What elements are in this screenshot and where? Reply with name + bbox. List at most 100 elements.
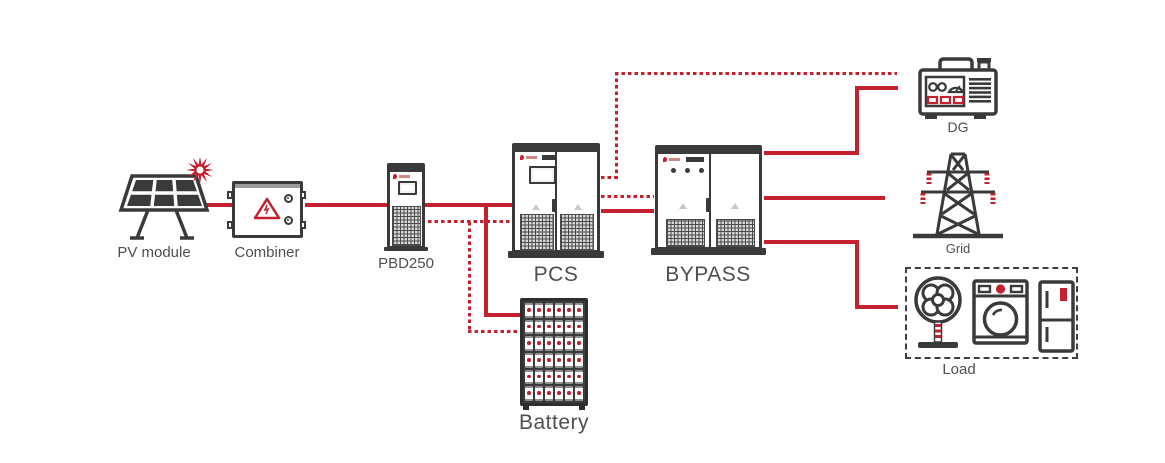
conn-pbd250-pcs-dashed — [428, 220, 512, 223]
bypass-grille-right — [716, 219, 755, 247]
bypass-cabinet — [655, 145, 762, 250]
conn-bypass-load-h2 — [855, 305, 898, 309]
battery-cell — [555, 386, 563, 401]
pcs-cabinet — [512, 143, 600, 253]
battery-cell — [565, 303, 573, 318]
pbd250-hinge — [387, 199, 390, 205]
conn-pcs-battery-solid-h — [484, 313, 521, 317]
battery-cell — [535, 303, 543, 318]
dg-generator-icon — [918, 57, 998, 119]
pcs-grille-left — [520, 214, 554, 251]
pcs-base — [508, 251, 604, 258]
conn-pv-combiner — [183, 203, 232, 207]
washing-machine-icon — [972, 279, 1029, 345]
conn-pcs-dg-dashed-h2 — [615, 72, 897, 75]
battery-leg — [579, 405, 585, 410]
combiner-top-strip — [235, 184, 300, 188]
brand-logo — [393, 174, 410, 179]
battery-cell — [535, 369, 543, 385]
battery-cell — [545, 336, 553, 351]
battery-cell — [535, 352, 543, 368]
battery-cell — [545, 386, 553, 401]
battery-cell — [565, 336, 573, 351]
bypass-label: BYPASS — [665, 263, 751, 286]
grid-label: Grid — [945, 241, 971, 256]
battery-cell — [525, 303, 533, 318]
conn-bypass-dg-v — [855, 87, 859, 155]
combiner-box — [232, 181, 303, 238]
brand-logo — [520, 155, 537, 160]
sun-icon — [186, 158, 214, 184]
dg-vent-grille — [969, 78, 991, 103]
brand-wordmark — [669, 158, 680, 161]
battery-cell — [555, 319, 563, 335]
bypass-band-segment — [686, 157, 704, 162]
battery-cell — [575, 336, 583, 351]
pv-module-label: PV module — [117, 244, 191, 261]
battery-leg — [523, 405, 529, 410]
bypass-door-mark — [679, 203, 687, 209]
brand-wordmark — [399, 175, 410, 178]
conn-pcs-battery-solid-v — [484, 203, 488, 317]
battery-cell — [525, 319, 533, 335]
bypass-dot — [685, 168, 690, 173]
conn-bypass-grid — [764, 196, 885, 200]
pbd250-cabinet — [387, 163, 425, 249]
fan-icon — [914, 276, 962, 348]
battery-cell — [535, 386, 543, 401]
pcs-top-band — [515, 146, 597, 152]
conn-pcs-dg-dashed-v — [615, 72, 618, 179]
bypass-door-mark — [731, 203, 739, 209]
battery-cell — [575, 369, 583, 385]
battery-cell — [525, 352, 533, 368]
battery-cell — [525, 336, 533, 351]
flame-icon — [663, 157, 667, 162]
battery-cell — [555, 369, 563, 385]
battery-cell — [545, 352, 553, 368]
conn-pcs-battery-dashed-v — [468, 222, 471, 333]
conn-combiner-pbd250 — [305, 203, 387, 207]
battery-cell — [565, 386, 573, 401]
refrigerator-icon — [1038, 280, 1075, 353]
battery-cell — [545, 369, 553, 385]
battery-cell — [535, 319, 543, 335]
brand-logo — [663, 157, 680, 162]
conn-bypass-load-h1 — [764, 240, 859, 244]
battery-cell — [555, 303, 563, 318]
battery-cell — [525, 369, 533, 385]
conn-pcs-battery-dashed-h — [468, 330, 520, 333]
flame-icon — [393, 174, 397, 179]
battery-label: Battery — [518, 411, 590, 434]
pcs-door-handle — [552, 199, 557, 212]
brand-wordmark — [526, 156, 537, 159]
battery-cell — [565, 369, 573, 385]
conn-bypass-load-v — [855, 240, 859, 309]
battery-cell — [565, 352, 573, 368]
dg-label: DG — [947, 119, 969, 135]
pcs-door-mark — [574, 204, 582, 210]
conn-pcs-bypass-solid — [601, 209, 654, 213]
battery-cell — [525, 386, 533, 401]
combiner-tab — [300, 221, 306, 229]
pbd250-top-band — [390, 166, 422, 172]
bypass-top-band — [658, 148, 759, 154]
conn-bypass-dg-h1 — [764, 151, 859, 155]
bypass-base — [651, 248, 766, 255]
battery-cell — [575, 303, 583, 318]
conn-pcs-bypass-dashed — [601, 195, 654, 198]
pcs-label: PCS — [533, 263, 579, 286]
pcs-grille-right — [560, 214, 594, 251]
battery-rack — [520, 298, 588, 406]
battery-cell — [575, 319, 583, 335]
pcs-band-segment — [542, 155, 556, 160]
load-label: Load — [942, 361, 976, 378]
pcs-display — [529, 166, 556, 184]
pcs-door-mark — [532, 204, 540, 210]
combiner-knob-bottom — [284, 216, 293, 225]
warning-triangle-icon — [253, 197, 281, 220]
combiner-tab — [227, 191, 233, 199]
combiner-label: Combiner — [234, 244, 300, 261]
battery-cell — [545, 319, 553, 335]
pbd250-grille — [392, 206, 421, 246]
